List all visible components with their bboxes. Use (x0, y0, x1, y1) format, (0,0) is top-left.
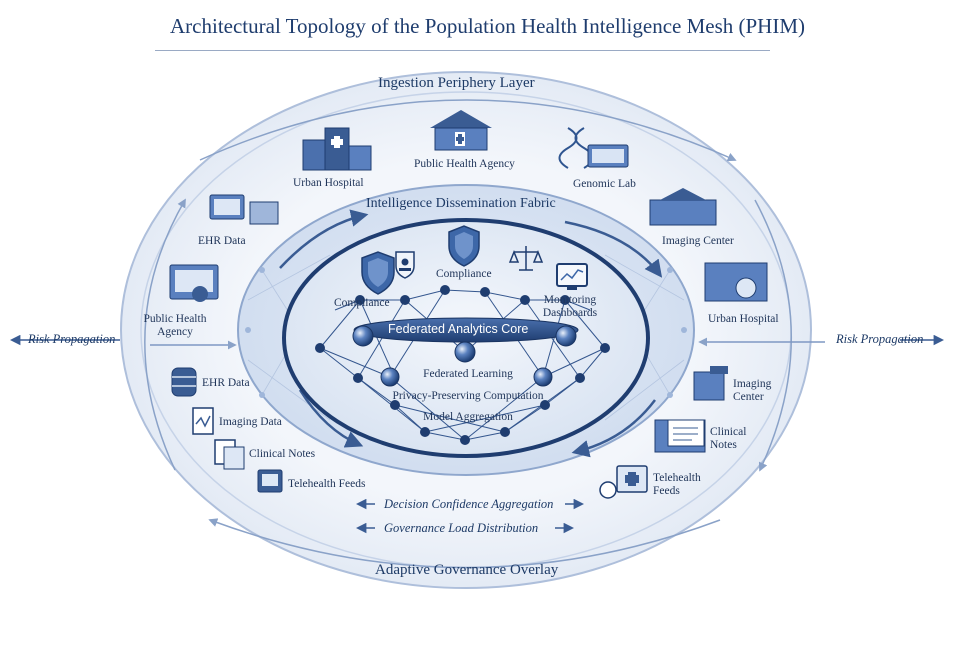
fabric-arc-top-left (279, 209, 369, 269)
label-urban-hospital-right: Urban Hospital (708, 313, 779, 325)
telehealth-icon (257, 469, 283, 493)
label-clinical-right: Clinical (710, 426, 747, 438)
label-genomic-lab: Genomic Lab (573, 178, 636, 190)
core-node-left (352, 325, 374, 347)
core-line-privacy: Privacy-Preserving Computation (392, 390, 544, 402)
label-risk-right: Risk Propagation (836, 332, 924, 346)
core-node-right (555, 325, 577, 347)
page-title: Architectural Topology of the Population… (170, 14, 805, 38)
database-icon (171, 367, 197, 397)
imaging-doc-icon (192, 407, 214, 435)
core-node-lower-right (533, 367, 553, 387)
fabric-arc-bottom-right (571, 399, 656, 458)
label-notes-right: Notes (710, 439, 737, 451)
label-decision-confidence: Decision Confidence Aggregation (384, 497, 554, 511)
label-telehealth-right: Telehealth (653, 472, 701, 484)
label-center-lower: Center (733, 391, 764, 403)
public-health-building-icon (430, 110, 492, 151)
label-governance-load: Governance Load Distribution (384, 521, 539, 535)
core-node-lower-left (380, 367, 400, 387)
title-divider (155, 50, 770, 51)
core-line-federated-learning: Federated Learning (423, 368, 513, 380)
imaging-center-icon (649, 188, 717, 226)
public-health-monitor-icon (169, 264, 219, 302)
fabric-arc-top-right (564, 220, 663, 278)
outer-flow-arc-top (199, 99, 737, 162)
urban-hospital-right-icon (704, 262, 768, 302)
clinical-notes-icon (214, 439, 245, 470)
label-compliance-center: Compliance (436, 268, 492, 280)
label-imaging-center-right: Imaging Center (662, 235, 734, 247)
layer-label-governance: Adaptive Governance Overlay (375, 562, 559, 578)
label-public-health-top: Public Health Agency (414, 158, 515, 170)
layer-label-ingestion: Ingestion Periphery Layer (378, 75, 535, 91)
core-mesh-nodes (315, 285, 610, 445)
clinical-notes-right-icon (654, 419, 706, 453)
label-ehr-top: EHR Data (198, 235, 246, 247)
label-monitoring: Monitoring (543, 294, 597, 306)
ehr-monitor-icon (209, 194, 279, 225)
dashboard-monitor-icon (556, 263, 588, 290)
core-node-center (454, 341, 476, 363)
outer-flow-arc-bottom (208, 518, 721, 569)
telehealth-right-icon (599, 465, 648, 499)
fabric-arc-bottom-left (298, 389, 364, 448)
shield-icon (361, 251, 395, 295)
label-agency-left: Agency (157, 326, 193, 338)
label-imaging-lower: Imaging (733, 378, 772, 390)
imaging-center-lower-icon (693, 366, 728, 401)
badge-icon (395, 251, 415, 279)
outer-flow-arc-left (144, 198, 186, 471)
label-ehr-left: EHR Data (202, 377, 250, 389)
core-line-aggregation: Model Aggregation (423, 411, 513, 423)
label-risk-left: Risk Propagation (28, 332, 116, 346)
shield-icon (448, 225, 480, 267)
scales-icon (508, 246, 544, 271)
hospital-icon (302, 127, 372, 171)
label-dashboards: Dashboards (542, 307, 598, 319)
core-title: Federated Analytics Core (388, 322, 529, 336)
label-imaging-data: Imaging Data (219, 416, 282, 428)
microscope-screen-icon (587, 144, 629, 168)
label-clinical-notes-left: Clinical Notes (249, 448, 316, 460)
label-compliance-left: Compliance (334, 297, 390, 309)
label-public-health-left: Public Health (143, 313, 207, 325)
label-telehealth-left: Telehealth Feeds (288, 478, 366, 490)
outer-flow-arc-right (754, 199, 792, 472)
layer-label-fabric: Intelligence Dissemination Fabric (366, 196, 556, 211)
label-urban-hospital-top: Urban Hospital (293, 177, 364, 189)
label-feeds-right: Feeds (653, 485, 680, 497)
